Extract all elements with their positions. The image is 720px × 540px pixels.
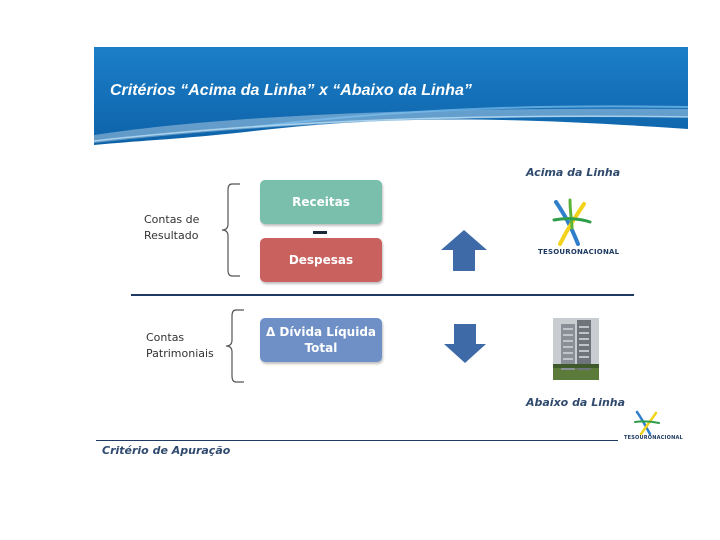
tesouro-logo-text: TESOURONACIONAL xyxy=(538,248,619,256)
label-abaixo-da-linha: Abaixo da Linha xyxy=(526,396,625,409)
bracket-patrimoniais xyxy=(222,308,246,384)
box-divida-liquida: Δ Dívida Líquida Total xyxy=(260,318,382,362)
tesouro-logo-small-text: TESOURONACIONAL xyxy=(624,435,683,441)
box-receitas: Receitas xyxy=(260,180,382,224)
footer-line xyxy=(96,440,618,441)
bracket-resultado xyxy=(218,182,242,278)
tesouro-nacional-logo xyxy=(548,198,594,246)
tesouro-nacional-logo-small xyxy=(632,410,662,436)
group-label-resultado: Contas de Resultado xyxy=(144,212,199,244)
divider-line xyxy=(131,294,634,296)
group-label-patrimoniais: Contas Patrimoniais xyxy=(146,330,214,362)
footer-label: Critério de Apuração xyxy=(102,444,230,457)
building-photo xyxy=(553,318,599,380)
arrow-up-icon xyxy=(440,230,488,272)
minus-sign xyxy=(313,231,327,234)
label-acima-da-linha: Acima da Linha xyxy=(526,166,620,179)
slide-title: Critérios “Acima da Linha” x “Abaixo da … xyxy=(110,82,472,100)
box-despesas: Despesas xyxy=(260,238,382,282)
arrow-down-icon xyxy=(443,324,487,364)
